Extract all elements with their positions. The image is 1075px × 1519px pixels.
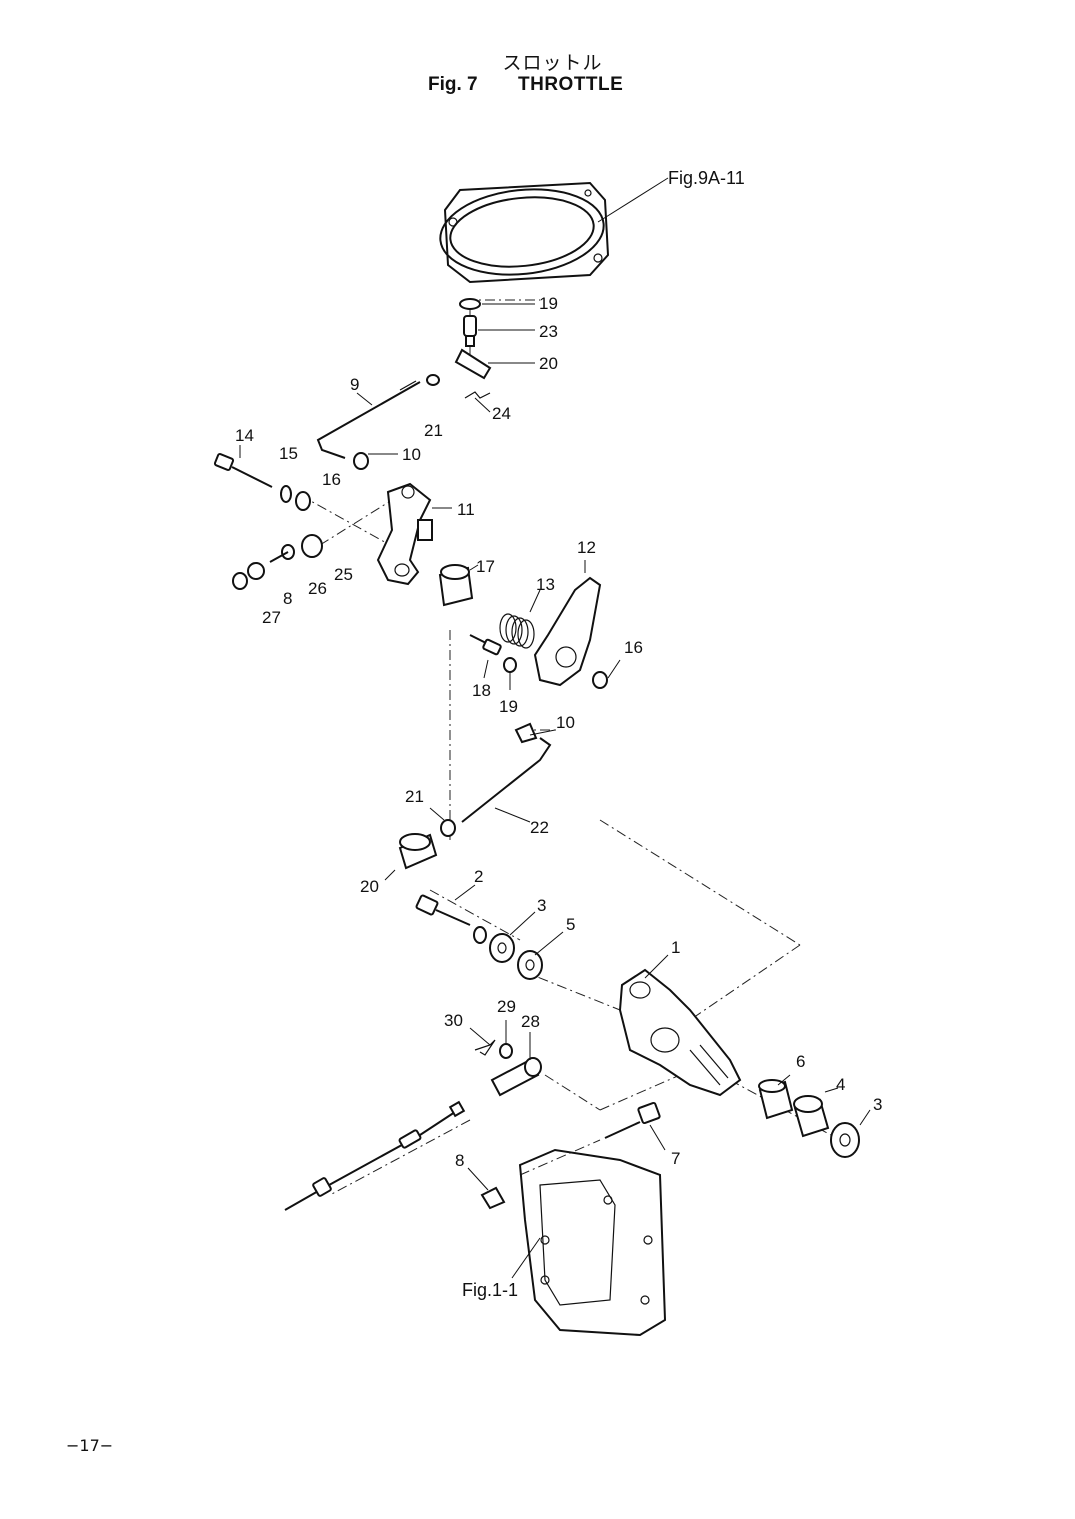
callout-19b: 19: [499, 697, 518, 716]
leader-lines: [239, 177, 871, 1279]
callout-19: 19: [539, 294, 558, 313]
figure-number: Fig. 7: [428, 74, 478, 95]
bolt-group-left: [213, 452, 369, 590]
throttle-rod-lower: [398, 722, 552, 870]
callout-21b: 21: [405, 787, 424, 806]
callout-14: 14: [235, 426, 254, 445]
callout-21: 21: [424, 421, 443, 440]
ref-label-top: Fig.9A-11: [668, 168, 745, 188]
callout-3b: 3: [873, 1095, 882, 1114]
callout-10b: 10: [556, 713, 575, 732]
throttle-lever-main: [533, 576, 608, 689]
callout-4: 4: [836, 1075, 845, 1094]
callout-10: 10: [402, 445, 421, 464]
bolt-group-middle: [415, 894, 543, 980]
callout-5: 5: [566, 915, 575, 934]
callout-25: 25: [334, 565, 353, 584]
sleeve-and-spring: [438, 564, 535, 649]
callout-numbers: 19 23 20 9 24 21 14 15 10 16 11 12 17 25…: [235, 294, 882, 1170]
callout-6: 6: [796, 1052, 805, 1071]
throttle-rod-upper: [316, 380, 421, 459]
callout-30: 30: [444, 1011, 463, 1030]
throttle-cable: [284, 1100, 466, 1211]
bolt-group-lower: [480, 1101, 661, 1210]
cable-end-parts: [474, 1039, 542, 1097]
callout-16b: 16: [624, 638, 643, 657]
callout-13: 13: [536, 575, 555, 594]
callout-2: 2: [474, 867, 483, 886]
callout-12: 12: [577, 538, 596, 557]
title-japanese: スロットル: [502, 52, 603, 74]
callout-27: 27: [262, 608, 281, 627]
base-casting: [518, 1148, 667, 1337]
upper-link-parts: [426, 298, 492, 399]
callout-18: 18: [472, 681, 491, 700]
ref-label-bottom: Fig.1-1: [462, 1280, 518, 1300]
throttle-bracket: [618, 968, 742, 1097]
callout-7: 7: [671, 1149, 680, 1168]
callout-20b: 20: [360, 877, 379, 896]
callout-1: 1: [671, 938, 680, 957]
callout-3: 3: [537, 896, 546, 915]
assembly-lines: [299, 299, 841, 1196]
callout-8b: 8: [455, 1151, 464, 1170]
top-plate-part: [439, 181, 610, 284]
pin-and-washer: [469, 634, 517, 673]
callout-23: 23: [539, 322, 558, 341]
callout-20: 20: [539, 354, 558, 373]
callout-15: 15: [279, 444, 298, 463]
throttle-lever-upper: [376, 482, 433, 586]
callout-17: 17: [476, 557, 495, 576]
callout-29: 29: [497, 997, 516, 1016]
callout-9: 9: [350, 375, 359, 394]
callout-28: 28: [521, 1012, 540, 1031]
figure-title: THROTTLE: [518, 74, 624, 95]
callout-8: 8: [283, 589, 292, 608]
page-number: −17−: [66, 1436, 114, 1455]
callout-24: 24: [492, 404, 511, 423]
callout-26: 26: [308, 579, 327, 598]
callout-11: 11: [457, 500, 475, 519]
callout-16: 16: [322, 470, 341, 489]
callout-22: 22: [530, 818, 549, 837]
bushing-group: [758, 1079, 860, 1158]
